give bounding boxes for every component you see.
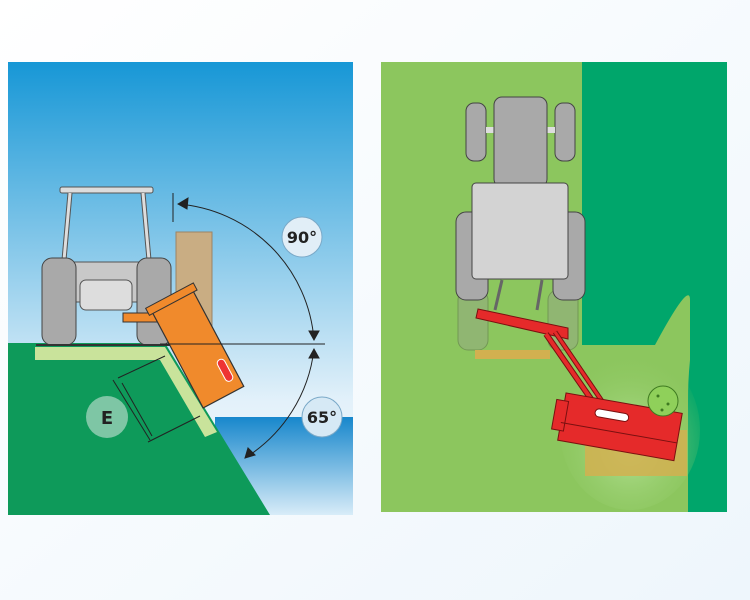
brand-logo — [594, 408, 630, 422]
side-view-panel: 90° 65° E — [8, 62, 353, 515]
flail-mower-side — [122, 282, 245, 409]
angle-90-badge: 90° — [281, 216, 323, 258]
tractor-top-view — [455, 96, 586, 311]
top-view-panel — [381, 62, 727, 512]
brand-logo — [216, 358, 234, 382]
angle-65-label: 65° — [307, 408, 337, 427]
verge-strip — [35, 347, 217, 437]
angle-indicators — [112, 193, 325, 459]
cut-swath — [475, 350, 550, 359]
bush — [647, 385, 679, 417]
reach-label: E — [101, 408, 113, 429]
angle-65-badge: 65° — [301, 396, 343, 438]
tractor-rear-view — [36, 186, 172, 346]
reach-badge: E — [86, 396, 128, 438]
angle-90-label: 90° — [287, 228, 317, 247]
embankment — [8, 343, 270, 515]
